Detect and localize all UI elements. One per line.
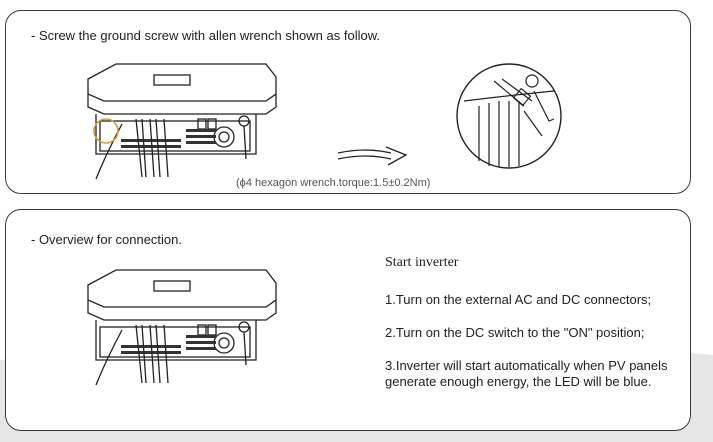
wrench-torque-caption: (ϕ4 hexagon wrench.torque:1.5±0.2Nm) — [236, 177, 431, 189]
ground-screw-heading: - Screw the ground screw with allen wren… — [31, 28, 380, 43]
step-1: 1.Turn on the external AC and DC connect… — [385, 292, 652, 307]
ground-screw-detail — [456, 63, 562, 169]
direction-arrow — [337, 146, 408, 166]
start-inverter-title: Start inverter — [385, 255, 459, 270]
step-2: 2.Turn on the DC switch to the "ON" posi… — [385, 325, 645, 340]
ground-screw-panel: - Screw the ground screw with allen wren… — [5, 10, 691, 194]
connection-overview-heading: - Overview for connection. — [31, 232, 183, 247]
inverter-connection-illustration — [87, 269, 277, 386]
connection-overview-panel: - Overview for connection. — [5, 209, 691, 431]
step-3: 3.Inverter will start automatically when… — [385, 358, 668, 389]
inverter-illustration — [87, 63, 277, 180]
